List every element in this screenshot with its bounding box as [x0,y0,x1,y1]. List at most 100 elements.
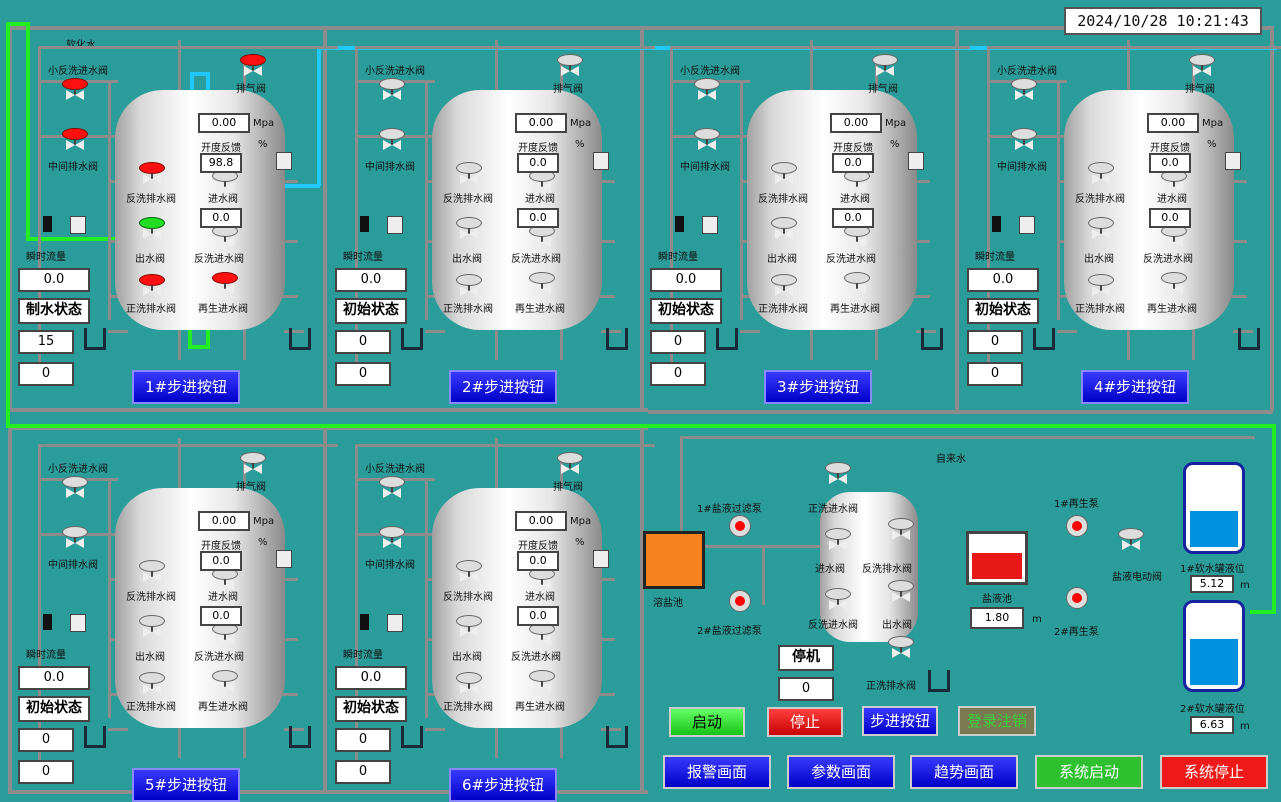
pct-unit-u6: % [575,537,585,548]
flow-label-u2: 瞬时流量 [343,252,383,263]
backwash-drain-valve-u6[interactable] [456,560,482,582]
water-out-valve-u5[interactable] [139,615,165,637]
flow-value-u1: 0.0 [18,268,90,292]
forward-drain-valve-regen[interactable] [888,636,914,658]
water-in-valve-u5[interactable] [212,568,238,590]
datetime-display: 2024/10/28 10:21:43 [1064,7,1262,35]
water-out-valve-u6[interactable] [456,615,482,637]
water-in-valve-u3[interactable] [844,170,870,192]
vent-valve-u2[interactable] [557,54,583,76]
step-button-u1[interactable]: 1#步进按钮 [132,370,240,404]
opening-feedback-label-u2: 开度反馈 [518,143,558,154]
water-out-valve-u4[interactable] [1088,217,1114,239]
forward-drain-label-u4: 正洗排水阀 [1075,304,1125,315]
backwash-in-valve-u5[interactable] [212,623,238,645]
start-button[interactable]: 启动 [669,707,745,737]
backwash-in-label-u3: 反洗进水阀 [826,254,876,265]
transmitter-icon-u6 [387,614,403,632]
forward-drain-valve-u6[interactable] [456,672,482,694]
vent-valve-u1[interactable] [240,54,266,76]
system-start-button[interactable]: 系统启动 [1035,755,1143,789]
regen-in-valve-u2[interactable] [529,272,555,294]
counter2-u3: 0 [650,362,706,386]
water-out-valve-u2[interactable] [456,217,482,239]
water-out-valve-regen[interactable] [888,580,914,602]
mid-drain-valve-u2[interactable] [379,128,405,150]
step-button-u6[interactable]: 6#步进按钮 [449,768,557,802]
step-button-u4[interactable]: 4#步进按钮 [1081,370,1189,404]
regen-in-valve-u3[interactable] [844,272,870,294]
mid-drain-valve-u4[interactable] [1011,128,1037,150]
regen-pump1-icon[interactable] [1066,515,1088,537]
counter1-u4: 0 [967,330,1023,354]
mpa-unit-u2: Mpa [570,118,592,129]
water-in-valve-u1[interactable] [212,170,238,192]
trend-screen-button[interactable]: 趋势画面 [910,755,1018,789]
backwash-in-valve-u4[interactable] [1161,225,1187,247]
backwash-in-valve-u3[interactable] [844,225,870,247]
small-backwash-in-valve-u3[interactable] [694,78,720,100]
forward-in-valve-regen[interactable] [825,462,851,484]
water-in-valve-u4[interactable] [1161,170,1187,192]
water-in-valve-u6[interactable] [529,568,555,590]
opening-feedback-label-u3: 开度反馈 [833,143,873,154]
alarm-screen-button[interactable]: 报警画面 [663,755,771,789]
step-button[interactable]: 步进按钮 [862,706,938,736]
backwash-in-valve-u6[interactable] [529,623,555,645]
mid-drain-valve-u6[interactable] [379,526,405,548]
counter2-u5: 0 [18,760,74,784]
stop-button[interactable]: 停止 [767,707,843,737]
step-button-u5[interactable]: 5#步进按钮 [132,768,240,802]
small-backwash-in-valve-u4[interactable] [1011,78,1037,100]
login-logout-button[interactable]: 登录注销 [958,706,1036,736]
water-out-label-regen: 出水阀 [882,620,912,631]
opening-value-u1: 98.8 [200,153,242,173]
forward-drain-valve-u3[interactable] [771,274,797,296]
system-stop-button[interactable]: 系统停止 [1160,755,1268,789]
mid-drain-valve-u1[interactable] [62,128,88,150]
small-backwash-in-valve-u2[interactable] [379,78,405,100]
vent-valve-u3[interactable] [872,54,898,76]
vent-valve-u4[interactable] [1189,54,1215,76]
valve-value-u5: 0.0 [200,606,242,626]
vent-valve-u6[interactable] [557,452,583,474]
step-button-u3[interactable]: 3#步进按钮 [764,370,872,404]
small-backwash-in-valve-u1[interactable] [62,78,88,100]
small-backwash-in-label-u6: 小反洗进水阀 [365,464,425,475]
mid-drain-valve-u5[interactable] [62,526,88,548]
water-in-valve-u2[interactable] [529,170,555,192]
backwash-drain-valve-u5[interactable] [139,560,165,582]
brine-pump2-icon[interactable] [729,590,751,612]
param-screen-button[interactable]: 参数画面 [787,755,895,789]
backwash-in-valve-regen[interactable] [825,588,851,610]
vent-label-u4: 排气阀 [1185,84,1215,95]
brine-electric-valve[interactable] [1118,528,1144,550]
backwash-drain-valve-u1[interactable] [139,162,165,184]
regen-in-valve-u6[interactable] [529,670,555,692]
small-backwash-in-valve-u6[interactable] [379,476,405,498]
brine-pump1-icon[interactable] [729,515,751,537]
regen-in-valve-u5[interactable] [212,670,238,692]
regen-in-valve-u1[interactable] [212,272,238,294]
forward-drain-valve-u5[interactable] [139,672,165,694]
water-out-valve-u1[interactable] [139,217,165,239]
mid-drain-valve-u3[interactable] [694,128,720,150]
water-out-valve-u3[interactable] [771,217,797,239]
small-backwash-in-valve-u5[interactable] [62,476,88,498]
forward-drain-valve-u4[interactable] [1088,274,1114,296]
backwash-drain-valve-u2[interactable] [456,162,482,184]
forward-drain-valve-u2[interactable] [456,274,482,296]
regen-in-valve-u4[interactable] [1161,272,1187,294]
forward-drain-valve-u1[interactable] [139,274,165,296]
mpa-unit-u3: Mpa [885,118,907,129]
backwash-in-valve-u1[interactable] [212,225,238,247]
water-in-valve-regen[interactable] [825,528,851,550]
backwash-drain-valve-u4[interactable] [1088,162,1114,184]
step-button-u2[interactable]: 2#步进按钮 [449,370,557,404]
backwash-drain-valve-regen[interactable] [888,518,914,540]
vent-valve-u5[interactable] [240,452,266,474]
regen-pump2-icon[interactable] [1066,587,1088,609]
backwash-drain-valve-u3[interactable] [771,162,797,184]
backwash-in-valve-u2[interactable] [529,225,555,247]
valve-value-u2: 0.0 [517,208,559,228]
